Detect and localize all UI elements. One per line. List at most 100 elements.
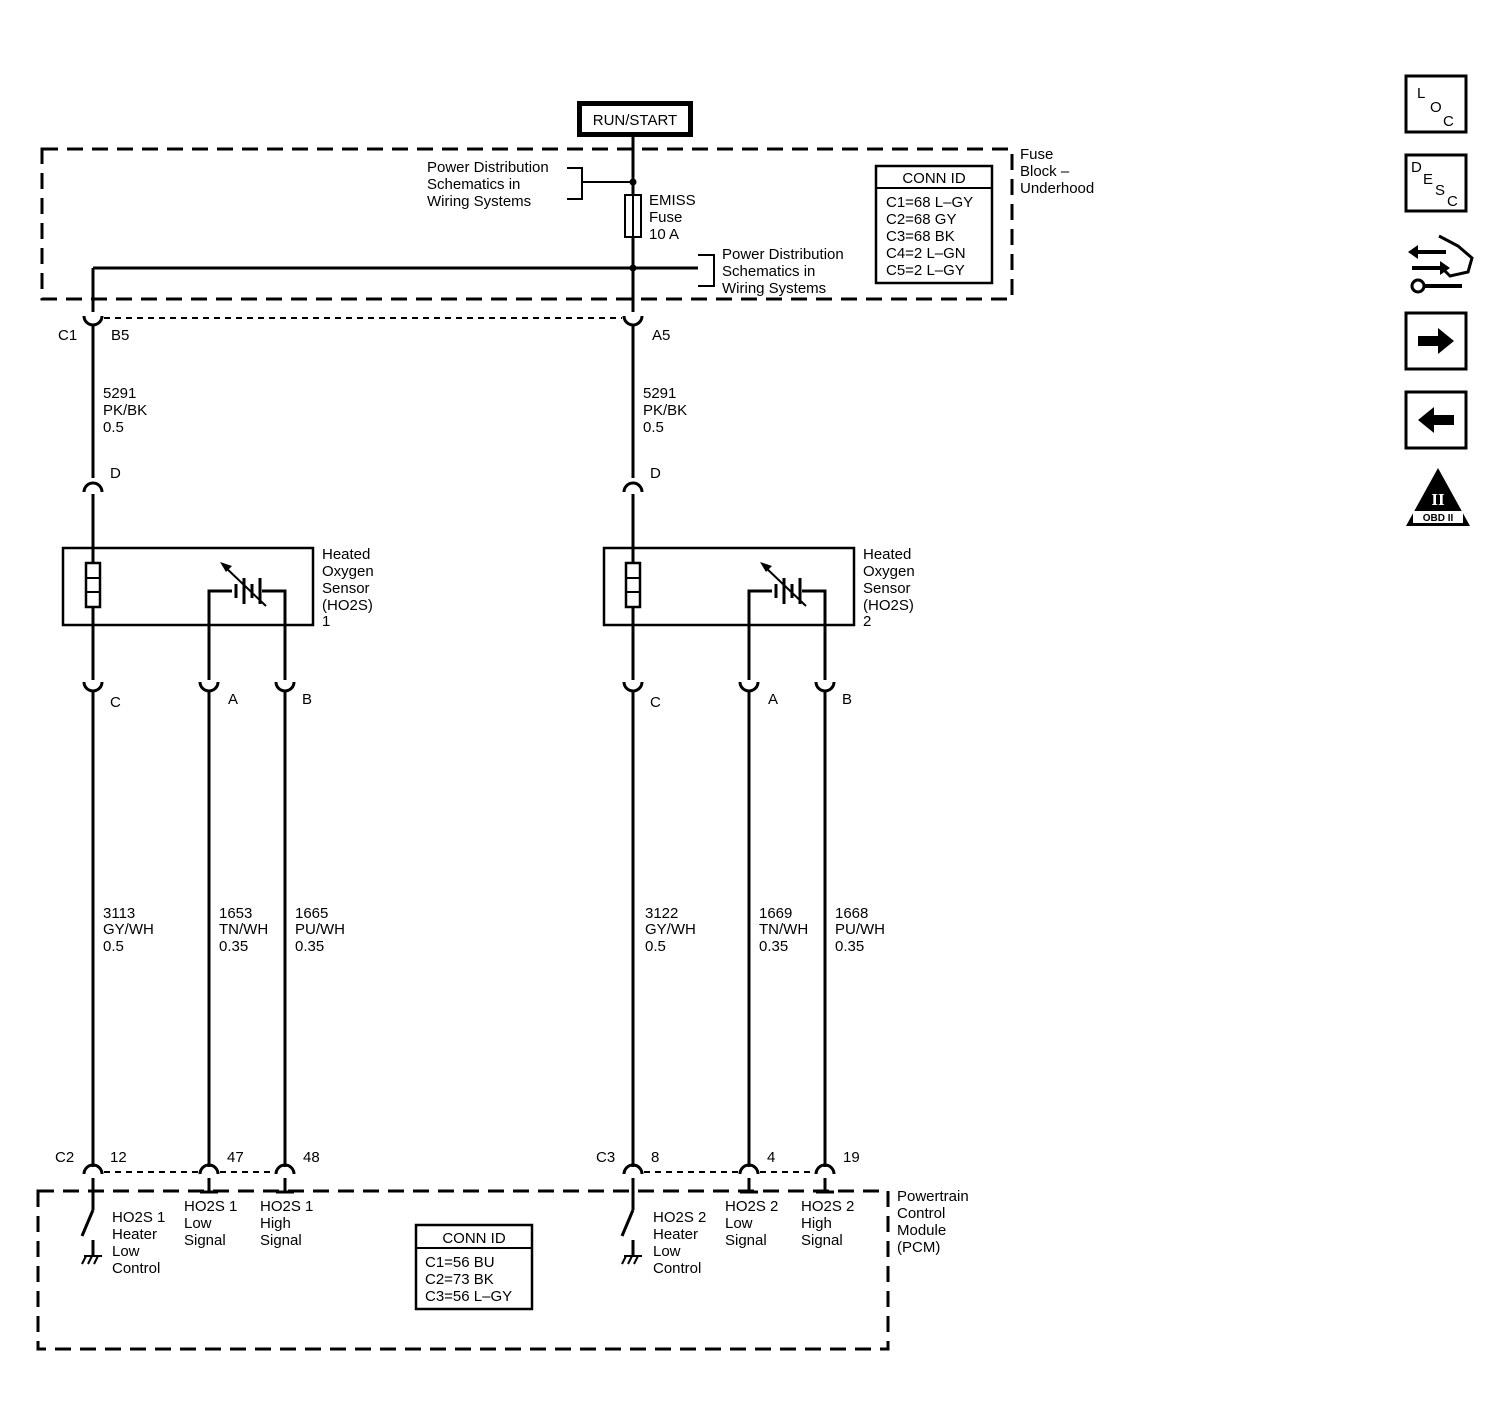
pcm-label-ho2s1-high: HO2S 1 High Signal	[260, 1198, 318, 1249]
svg-text:8: 8	[651, 1149, 659, 1166]
svg-text:C: C	[650, 694, 661, 711]
conn-id-line: C1=68 L–GY	[886, 194, 973, 211]
svg-text:12: 12	[110, 1149, 127, 1166]
svg-text:C: C	[110, 694, 121, 711]
conn-id-title: CONN ID	[902, 170, 966, 187]
svg-text:TN/WH: TN/WH	[759, 921, 808, 938]
svg-text:PU/WH: PU/WH	[835, 921, 885, 938]
fuse-block-conn-id-table: CONN ID C1=68 L–GY C2=68 GY C3=68 BK C4=…	[874, 164, 994, 285]
svg-text:A: A	[768, 691, 778, 708]
svg-text:PK/BK: PK/BK	[643, 402, 687, 419]
svg-text:L: L	[1417, 85, 1425, 102]
svg-text:48: 48	[303, 1149, 320, 1166]
svg-text:0.5: 0.5	[103, 419, 124, 436]
conn-id-line: C5=2 L–GY	[886, 262, 965, 279]
feed-wire-sensor-2: 5291 PK/BK 0.5 D	[622, 326, 687, 548]
svg-text:C3=56 L–GY: C3=56 L–GY	[425, 1288, 512, 1305]
svg-text:0.5: 0.5	[645, 938, 666, 955]
svg-text:OBD II: OBD II	[1423, 513, 1454, 524]
pcm-heater-switch-1	[80, 1192, 102, 1265]
svg-text:3122: 3122	[645, 905, 678, 922]
pcm-label-ho2s2-heater: HO2S 2 Heater Low Control	[653, 1209, 711, 1277]
pcm-conn-id-table: CONN ID C1=56 BU C2=73 BK C3=56 L–GY	[414, 1223, 534, 1311]
svg-text:1669: 1669	[759, 905, 792, 922]
svg-text:B: B	[302, 691, 312, 708]
pcm-label-ho2s2-low: HO2S 2 Low Signal	[725, 1198, 783, 1249]
svg-text:D: D	[650, 465, 661, 482]
svg-text:47: 47	[227, 1149, 244, 1166]
pcm-label-ho2s1-low: HO2S 1 Low Signal	[184, 1198, 242, 1249]
power-distribution-ref-bottom: Power Distribution Schematics in Wiring …	[722, 246, 848, 297]
sensor-2-wire-low: A 1669 TN/WH 0.35	[738, 625, 808, 1167]
fuse-label: EMISS Fuse 10 A	[649, 192, 700, 243]
svg-text:C: C	[1447, 193, 1458, 210]
svg-text:A: A	[228, 691, 238, 708]
svg-text:C2: C2	[55, 1149, 74, 1166]
svg-text:O: O	[1430, 99, 1442, 116]
emiss-fuse	[624, 194, 642, 238]
svg-text:0.35: 0.35	[835, 938, 864, 955]
connector-sensor-2-d	[622, 481, 644, 493]
svg-text:PK/BK: PK/BK	[103, 402, 147, 419]
fuse-block-name: Fuse Block – Underhood	[1020, 146, 1094, 197]
next-arrow-icon[interactable]	[1404, 311, 1468, 371]
feed-wire-sensor-1: 5291 PK/BK 0.5 D	[82, 326, 147, 548]
svg-text:D: D	[110, 465, 121, 482]
svg-text:4: 4	[767, 1149, 775, 1166]
svg-text:1653: 1653	[219, 905, 252, 922]
power-source-label: RUN/START	[593, 112, 677, 129]
svg-text:5291: 5291	[103, 385, 136, 402]
svg-text:0.35: 0.35	[759, 938, 788, 955]
sensor-1	[61, 546, 315, 627]
conn-id-line: C4=2 L–GN	[886, 245, 966, 262]
svg-text:19: 19	[843, 1149, 860, 1166]
pcm-label-ho2s2-high: HO2S 2 High Signal	[801, 1198, 859, 1249]
pcm-connector-c3: C3 8 4 19	[596, 1149, 860, 1175]
svg-text:CONN ID: CONN ID	[442, 1230, 506, 1247]
sensor-1-name: Heated Oxygen Sensor (HO2S) 1	[322, 546, 378, 630]
svg-text:II: II	[1431, 490, 1445, 509]
sensor-2-wire-high: B 1668 PU/WH 0.35	[814, 625, 885, 1167]
desc-icon[interactable]: D E S C	[1404, 153, 1468, 213]
connector-c1-b5	[82, 315, 104, 327]
svg-text:E: E	[1423, 171, 1433, 188]
svg-text:TN/WH: TN/WH	[219, 921, 268, 938]
pcm-connector-c2: C2 12 47 48	[55, 1149, 320, 1175]
pin-a5: A5	[652, 327, 670, 344]
svg-text:C: C	[1443, 113, 1454, 130]
diagnostic-connector-icon[interactable]	[1408, 234, 1474, 294]
connector-c1-a5	[622, 315, 644, 327]
previous-arrow-icon[interactable]	[1404, 390, 1468, 450]
svg-text:B: B	[842, 691, 852, 708]
pcm-heater-switch-2	[620, 1192, 642, 1265]
power-distribution-ref-top: Power Distribution Schematics in Wiring …	[427, 159, 553, 210]
svg-text:1668: 1668	[835, 905, 868, 922]
connector-sensor-1-d	[82, 481, 104, 493]
svg-text:1665: 1665	[295, 905, 328, 922]
svg-text:0.5: 0.5	[643, 419, 664, 436]
svg-text:GY/WH: GY/WH	[645, 921, 696, 938]
svg-text:0.35: 0.35	[295, 938, 324, 955]
svg-text:S: S	[1435, 182, 1445, 199]
svg-text:PU/WH: PU/WH	[295, 921, 345, 938]
sensor-1-wire-heater: C 3113 GY/WH 0.5	[82, 625, 154, 1167]
pcm-name: Powertrain Control Module (PCM)	[897, 1188, 973, 1256]
svg-text:5291: 5291	[643, 385, 676, 402]
sensor-2	[602, 546, 856, 627]
svg-text:GY/WH: GY/WH	[103, 921, 154, 938]
svg-text:0.35: 0.35	[219, 938, 248, 955]
connector-label-c1: C1	[58, 327, 77, 344]
obd-ii-icon[interactable]: II OBD II	[1406, 468, 1470, 526]
sensor-1-wire-high: B 1665 PU/WH 0.35	[274, 625, 345, 1167]
loc-icon[interactable]: L O C	[1404, 74, 1468, 134]
pcm-label-ho2s1-heater: HO2S 1 Heater Low Control	[112, 1209, 170, 1277]
svg-text:0.5: 0.5	[103, 938, 124, 955]
fuse-block-outline	[40, 147, 1014, 301]
conn-id-line: C2=68 GY	[886, 211, 956, 228]
sensor-1-wire-low: A 1653 TN/WH 0.35	[198, 625, 268, 1167]
svg-text:C3: C3	[596, 1149, 615, 1166]
pcm-outline	[36, 1189, 890, 1351]
svg-text:D: D	[1411, 159, 1422, 176]
svg-text:3113: 3113	[103, 905, 135, 922]
